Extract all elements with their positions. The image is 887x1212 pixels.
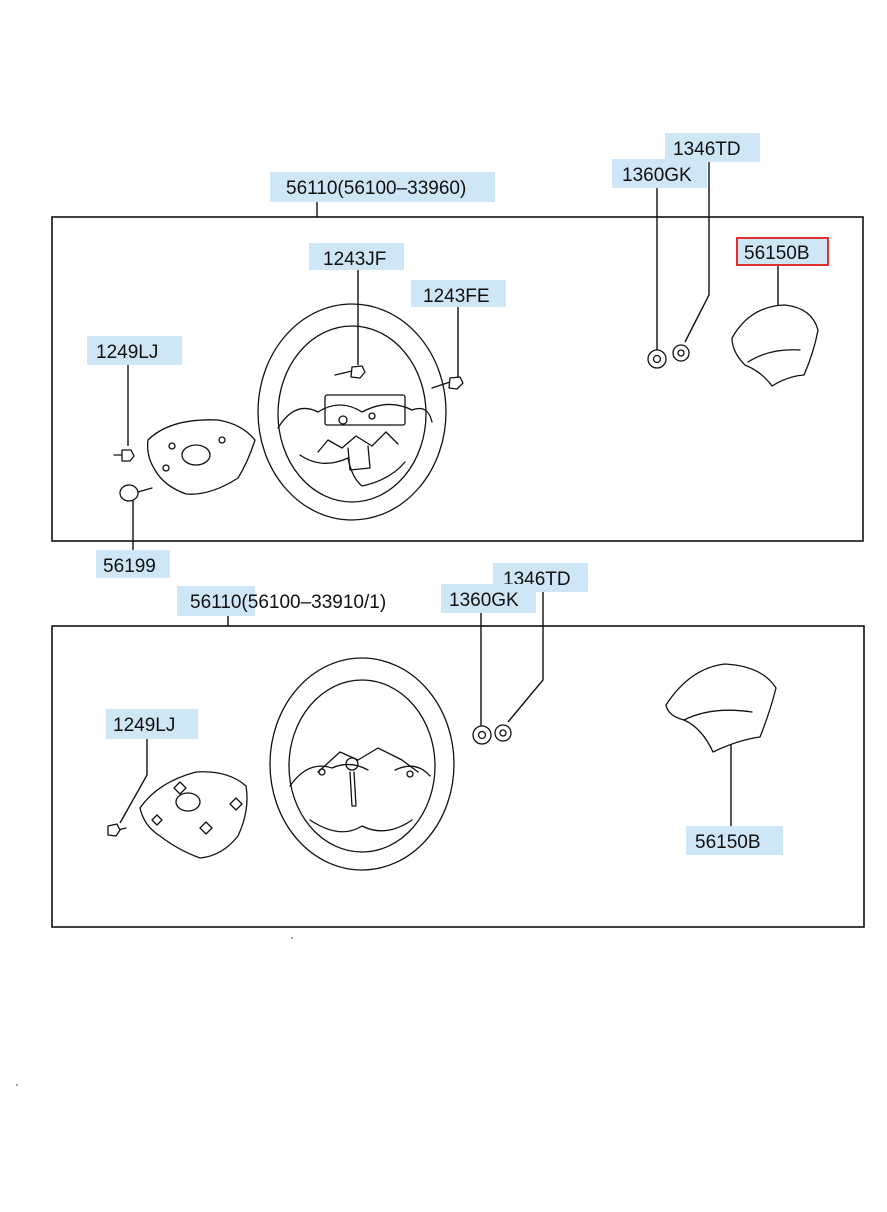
label-upper-pad[interactable]: 56150B [736, 237, 829, 266]
label-lower-bolt-left-text: 1249LJ [113, 715, 175, 736]
label-upper-bolt-left[interactable]: 1249LJ [87, 336, 182, 365]
label-upper-assembly[interactable]: 56110(56100–33960) [270, 172, 495, 202]
horn-cover-lower [139, 771, 248, 859]
scan-speck [291, 937, 293, 939]
leader-lower-bolt-left [119, 739, 148, 824]
label-lower-bolt-left[interactable]: 1249LJ [106, 709, 198, 739]
upper-assembly: 56110(56100–33960) 1346TD 1360GK 56150B … [51, 133, 864, 578]
bolt-upper-left [113, 449, 135, 462]
label-upper-bolt-right-text: 1243FE [423, 286, 490, 307]
scan-speck [16, 1084, 18, 1086]
label-upper-screw-text: 56199 [103, 556, 156, 577]
label-lower-pad-text: 56150B [695, 832, 761, 853]
label-upper-bolt-center-text: 1243JF [323, 249, 386, 270]
label-upper-bolt-center[interactable]: 1243JF [309, 243, 404, 270]
label-lower-nut-text: 1360GK [449, 590, 519, 611]
label-upper-washer-text: 1346TD [673, 139, 741, 160]
nut-upper [647, 349, 667, 369]
lower-assembly-frame [51, 625, 865, 928]
label-upper-screw[interactable]: 56199 [96, 550, 170, 578]
label-upper-bolt-left-text: 1249LJ [96, 342, 158, 363]
horn-pad-lower [665, 663, 777, 753]
label-upper-assembly-text: 56110(56100–33960) [286, 178, 466, 199]
label-upper-nut[interactable]: 1360GK [612, 159, 707, 188]
label-upper-pad-text: 56150B [744, 243, 810, 264]
nut-lower [472, 725, 492, 745]
leader-lower-washer [507, 592, 544, 723]
screw-upper [119, 484, 153, 502]
washer-lower [494, 724, 512, 742]
leader-upper-washer [684, 162, 710, 343]
horn-pad-upper [731, 304, 819, 387]
bolt-lower-left [107, 823, 127, 837]
horn-cover-upper [147, 419, 256, 495]
label-lower-nut[interactable]: 1360GK [441, 584, 536, 613]
washer-upper [672, 344, 690, 362]
label-upper-bolt-right[interactable]: 1243FE [411, 280, 506, 307]
bolt-upper-right [431, 376, 464, 390]
steering-wheel-upper [257, 303, 447, 521]
label-lower-pad[interactable]: 56150B [686, 826, 783, 855]
bolt-upper-center [334, 365, 366, 379]
label-lower-assembly[interactable]: 56110(56100–33910/1) [177, 586, 386, 616]
upper-assembly-frame [51, 216, 864, 542]
label-upper-nut-text: 1360GK [622, 165, 692, 186]
label-upper-washer[interactable]: 1346TD [665, 133, 760, 162]
label-lower-assembly-text: 56110(56100–33910/1) [190, 592, 386, 613]
steering-wheel-lower [269, 657, 455, 871]
lower-assembly: 56110(56100–33910/1) 1346TD 1360GK 1249L… [51, 563, 865, 928]
